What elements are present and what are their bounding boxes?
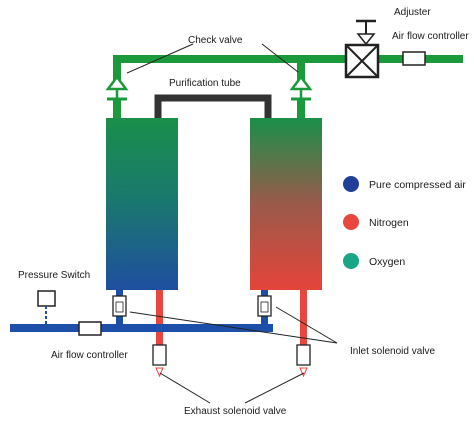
legend-label-nitrogen: Nitrogen [369,217,409,229]
adjuster-valve [344,19,380,79]
exhaust-solenoid-valve-right [296,344,311,378]
air-flow-controller-top [402,51,426,66]
top-pipe [113,55,463,118]
check-valve-label: Check valve [188,35,243,46]
legend-dot-pure-compressed-air [343,176,359,192]
exhaust-pipe-right [300,290,307,345]
legend-dot-nitrogen [343,214,359,230]
purification-tube-connector [154,94,272,120]
purification-tube-label: Purification tube [169,78,241,89]
exhaust-pipe-left [156,290,163,345]
right-tower [250,118,322,290]
adjuster-label: Adjuster [394,7,431,18]
legend-label-oxygen: Oxygen [369,256,405,268]
check-valve-right [289,74,313,101]
exhaust-solenoid-valve-left [152,344,167,378]
air-flow-controller-top-label: Air flow controller [392,31,469,42]
left-tower [106,118,178,290]
leader-lines [126,43,338,404]
legend-item-nitrogen: Nitrogen [343,214,409,230]
exhaust-solenoid-valve-label: Exhaust solenoid valve [184,406,287,417]
check-valve-left [105,74,129,101]
inlet-solenoid-valve-left [112,295,127,317]
pressure-switch [37,290,56,324]
legend-dot-oxygen [343,253,359,269]
legend: Pure compressed air Nitrogen Oxygen [343,176,466,269]
legend-item-oxygen: Oxygen [343,253,405,269]
pressure-switch-label: Pressure Switch [18,270,90,281]
legend-item-pure-compressed-air: Pure compressed air [343,176,466,192]
inlet-solenoid-valve-right [257,295,272,317]
air-flow-controller-bottom [78,321,102,336]
air-flow-controller-bottom-label: Air flow controller [51,350,128,361]
inlet-solenoid-valve-label: Inlet solenoid valve [350,346,435,357]
legend-label-pure-compressed-air: Pure compressed air [369,179,466,191]
